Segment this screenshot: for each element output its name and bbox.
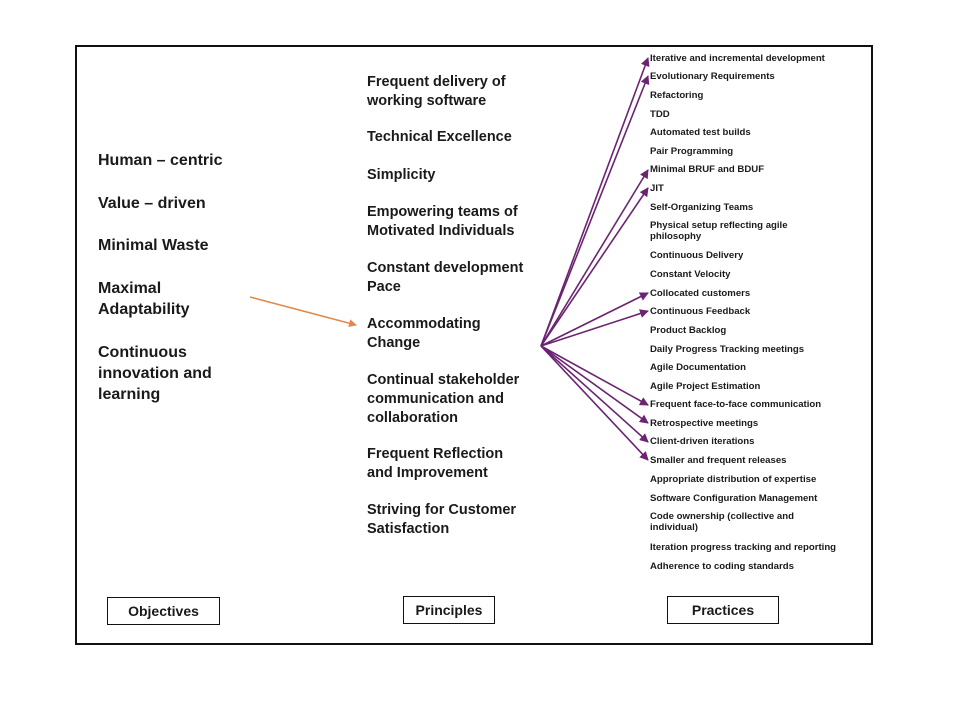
practice-physical-setup: Physical setup reflecting agile philosop… bbox=[650, 220, 788, 242]
principle-frequent-delivery: Frequent delivery of working software bbox=[367, 74, 506, 109]
practice-daily-progress-tracking: Daily Progress Tracking meetings bbox=[650, 344, 805, 355]
practice-collocated-customers: Collocated customers bbox=[650, 288, 751, 299]
objective-value-driven: Value – driven bbox=[98, 195, 206, 212]
practice-agile-documentation: Agile Documentation bbox=[650, 362, 746, 373]
objective-continuous-innovation: Continuous innovation and learning bbox=[98, 344, 212, 403]
practice-jit: JIT bbox=[650, 183, 664, 194]
practice-pair-programming: Pair Programming bbox=[650, 146, 734, 157]
diagram-frame bbox=[75, 45, 873, 645]
principle-empowering-teams: Empowering teams of Motivated Individual… bbox=[367, 204, 518, 239]
principles-label: Principles bbox=[415, 602, 483, 618]
practice-evolutionary-requirements: Evolutionary Requirements bbox=[650, 71, 775, 82]
objective-maximal-adaptability: Maximal Adaptability bbox=[98, 280, 190, 318]
practice-minimal-bruf-bduf: Minimal BRUF and BDUF bbox=[650, 164, 765, 175]
principle-simplicity: Simplicity bbox=[367, 167, 436, 183]
practice-distribution-of-expertise: Appropriate distribution of expertise bbox=[650, 474, 817, 485]
objectives-label-box: Objectives bbox=[107, 597, 220, 625]
objective-minimal-waste: Minimal Waste bbox=[98, 237, 209, 254]
practice-retrospective-meetings: Retrospective meetings bbox=[650, 418, 759, 429]
practice-continuous-delivery: Continuous Delivery bbox=[650, 250, 744, 261]
practice-iterative-incremental: Iterative and incremental development bbox=[650, 53, 825, 64]
objective-human-centric: Human – centric bbox=[98, 152, 223, 169]
practice-continuous-feedback: Continuous Feedback bbox=[650, 306, 751, 317]
principle-constant-pace: Constant development Pace bbox=[367, 260, 524, 295]
practice-iteration-progress-tracking: Iteration progress tracking and reportin… bbox=[650, 542, 837, 553]
practice-tdd: TDD bbox=[650, 109, 670, 120]
objectives-label: Objectives bbox=[128, 603, 199, 619]
practice-configuration-management: Software Configuration Management bbox=[650, 493, 818, 504]
practice-code-ownership: Code ownership (collective and individua… bbox=[650, 511, 794, 533]
principle-frequent-reflection: Frequent Reflection and Improvement bbox=[367, 446, 504, 481]
principles-label-box: Principles bbox=[403, 596, 495, 624]
practice-product-backlog: Product Backlog bbox=[650, 325, 727, 336]
practice-constant-velocity: Constant Velocity bbox=[650, 269, 731, 280]
principle-technical-excellence: Technical Excellence bbox=[367, 129, 512, 145]
practice-coding-standards: Adherence to coding standards bbox=[650, 561, 794, 572]
practices-label-box: Practices bbox=[667, 596, 779, 624]
practice-client-driven-iterations: Client-driven iterations bbox=[650, 436, 755, 447]
principle-accommodating-change: Accommodating Change bbox=[367, 316, 481, 351]
practice-smaller-frequent-releases: Smaller and frequent releases bbox=[650, 455, 787, 466]
practice-refactoring: Refactoring bbox=[650, 90, 704, 101]
principle-stakeholder-communication: Continual stakeholder communication and … bbox=[367, 372, 520, 426]
practice-automated-test-builds: Automated test builds bbox=[650, 127, 751, 138]
practice-agile-project-estimation: Agile Project Estimation bbox=[650, 381, 761, 392]
practice-self-organizing-teams: Self-Organizing Teams bbox=[650, 202, 754, 213]
principle-customer-satisfaction: Striving for Customer Satisfaction bbox=[367, 502, 517, 537]
practice-face-to-face: Frequent face-to-face communication bbox=[650, 399, 822, 410]
practices-label: Practices bbox=[691, 602, 755, 618]
